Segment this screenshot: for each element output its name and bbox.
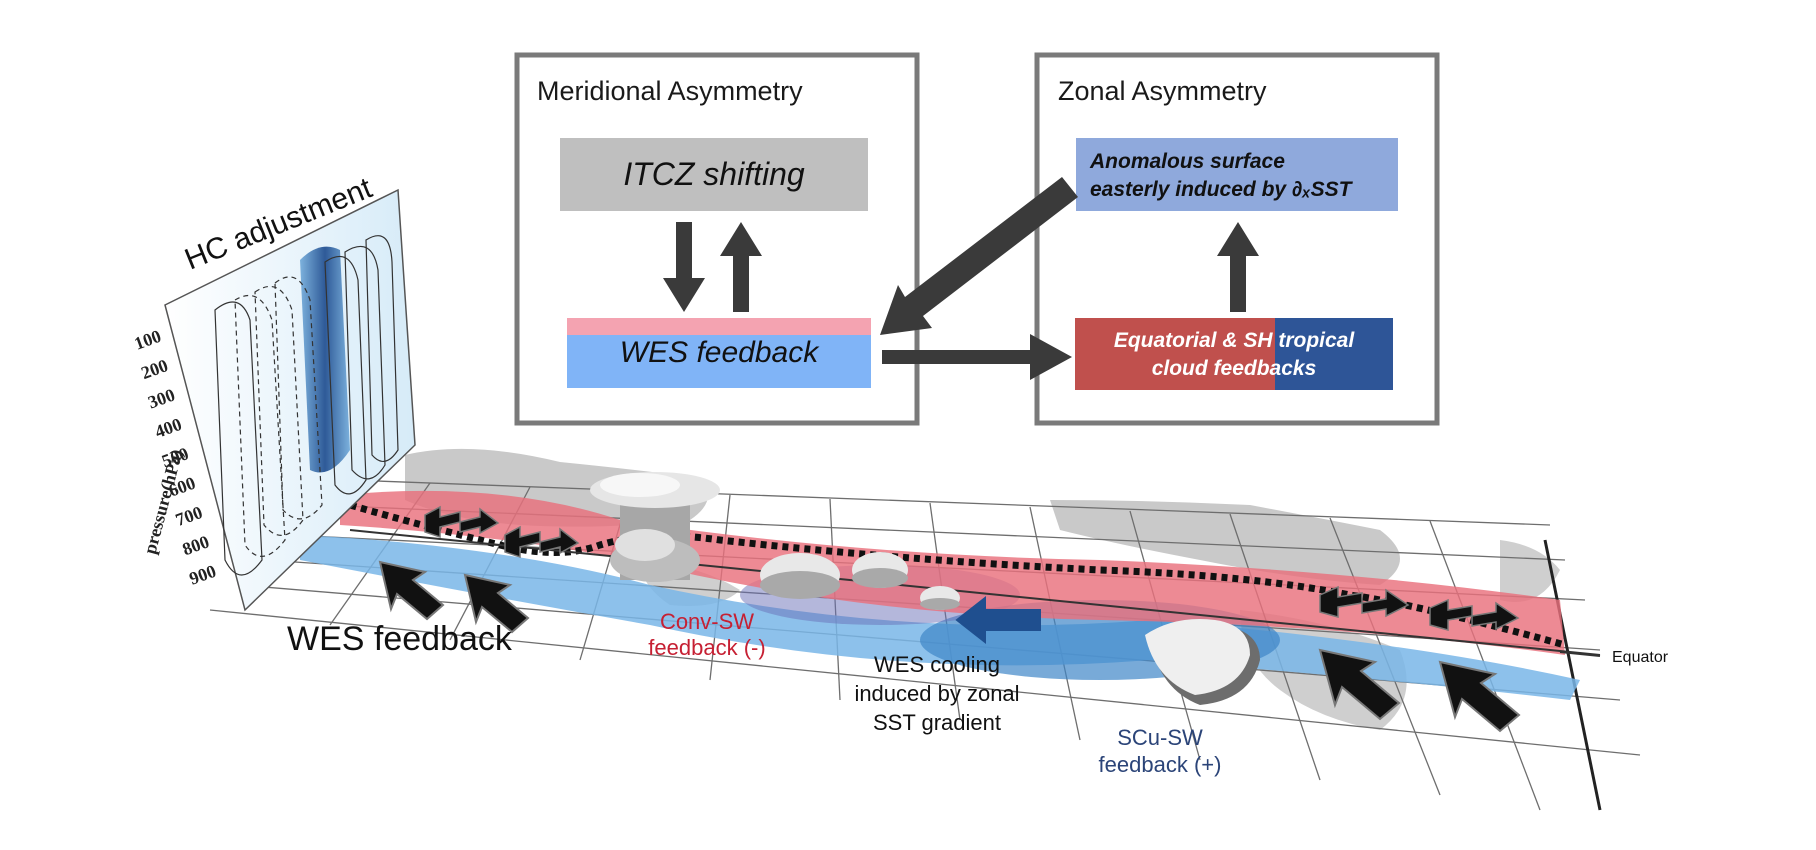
shallow-cumulus-clouds — [760, 552, 960, 610]
zonal-box-title: Zonal Asymmetry — [1058, 76, 1267, 106]
pressure-tick-label: 200 — [138, 355, 170, 383]
cloud-line1: Equatorial & SH tropical — [1114, 329, 1356, 352]
cloud-box-red — [1075, 318, 1275, 390]
hc-contours — [214, 235, 399, 576]
pressure-tick-label: 400 — [152, 414, 184, 442]
pressure-tick-label: 800 — [180, 531, 212, 559]
equator-label: Equator — [1612, 649, 1669, 666]
wes-box — [567, 335, 871, 388]
pressure-tick-label: 100 — [132, 326, 164, 354]
easterly-line1: Anomalous surface — [1089, 150, 1285, 173]
continent-americas-north — [1050, 500, 1400, 585]
wes-cooling-line1: WES cooling — [874, 652, 1000, 677]
cloud-box-blue — [1275, 318, 1393, 390]
wes-to-cloud-arrow — [882, 334, 1072, 380]
easterly-arrow — [955, 595, 1041, 645]
wind-arrow — [1318, 648, 1401, 721]
cloud-line2: cloud feedbacks — [1152, 357, 1317, 380]
wes-feedback-map-label: WES feedback — [287, 620, 513, 658]
conv-sw-line2: feedback (-) — [648, 635, 765, 660]
wind-arrow — [1438, 660, 1521, 733]
itcz-label: ITCZ shifting — [623, 156, 805, 192]
wind-arrows-south — [378, 560, 1521, 733]
wes-stripe — [567, 318, 871, 335]
wind-arrow — [378, 560, 445, 621]
pressure-tick-label: 300 — [145, 385, 177, 413]
map-floor: Equator — [209, 448, 1669, 820]
hc-panel-plane — [164, 188, 416, 612]
pressure-tick-label: 500 — [159, 443, 191, 471]
easterly-line2: easterly induced by ∂ₓSST — [1090, 178, 1354, 201]
pressure-tick-label: 700 — [173, 502, 205, 530]
stratocumulus-cloud — [1145, 619, 1260, 705]
scu-sw-line2: feedback (+) — [1099, 752, 1222, 777]
cool-sst-band — [300, 535, 1580, 700]
equator-line — [349, 529, 1601, 656]
continent-europe — [1500, 540, 1560, 602]
scu-sw-line1: SCu-SW — [1117, 725, 1203, 750]
wind-arrow-small — [504, 525, 580, 559]
easterly-to-wes-arrow — [880, 177, 1078, 335]
up-arrow — [720, 222, 762, 312]
zonal-box: Zonal Asymmetry Anomalous surface easter… — [1034, 52, 1440, 426]
wind-arrows-north — [424, 505, 1520, 631]
wes-cooling-line2: induced by zonal — [854, 681, 1019, 706]
wind-arrow-small — [1429, 598, 1520, 631]
meridional-box: Meridional Asymmetry ITCZ shifting WES f… — [514, 52, 920, 426]
down-arrow — [663, 222, 705, 312]
up-arrow-zonal — [1217, 222, 1259, 312]
wind-arrow-small — [1319, 585, 1410, 618]
wind-arrow-small — [424, 505, 500, 539]
itcz-box — [560, 138, 868, 211]
itcz-dotted-line — [338, 498, 1566, 649]
map-right-edge — [1543, 539, 1602, 811]
deep-convection-cloud — [590, 472, 720, 582]
conv-sw-line1: Conv-SW — [660, 609, 754, 634]
wind-arrow — [463, 573, 530, 634]
equator-tick — [1559, 651, 1601, 657]
hc-core-shading — [300, 246, 350, 473]
wes-cooling-line3: SST gradient — [873, 710, 1001, 735]
easterly-box — [1076, 138, 1398, 211]
meridional-box-title: Meridional Asymmetry — [537, 76, 803, 106]
pressure-tick-label: 900 — [187, 561, 219, 589]
wes-label: WES feedback — [620, 336, 820, 369]
